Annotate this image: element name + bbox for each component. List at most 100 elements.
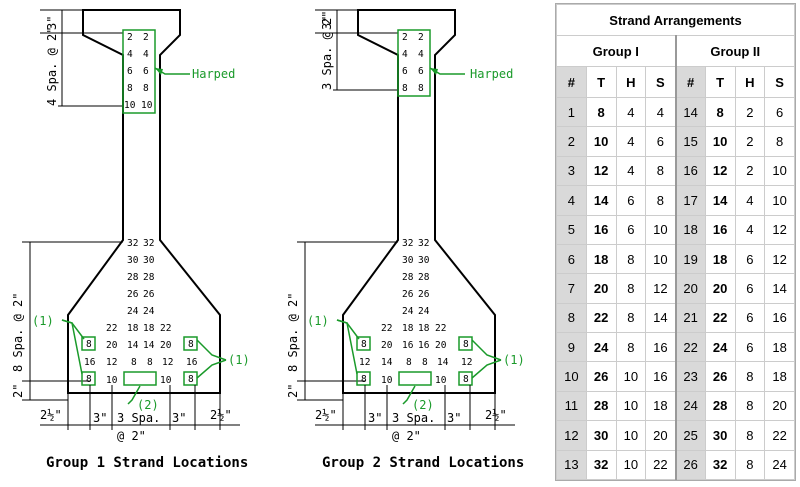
table-cell: 6	[734, 302, 766, 334]
table-cell: 24	[674, 390, 706, 422]
table-cell: 8	[615, 302, 647, 334]
group1-strand-cell: 14	[143, 340, 155, 351]
table-cell: 16	[585, 214, 617, 245]
group1-straight-rows: 32 32 30 30 28 28 26 26 24 24 22 18 18 2…	[84, 238, 198, 386]
group2-harped-cell: 6	[418, 66, 424, 77]
table-cell: 3	[556, 155, 587, 187]
group1-harped-cell: 8	[143, 83, 149, 94]
table-cell: 8	[764, 126, 795, 157]
group2-strand-cell: 10	[381, 375, 393, 386]
group1-caption: Group 1 Strand Locations	[46, 455, 248, 471]
table-group-ii-header: Group II	[674, 35, 795, 67]
group2-strand-cell: 18	[418, 323, 430, 334]
group1-strand-cell: 32	[127, 238, 138, 249]
table-cell: 8	[615, 243, 647, 275]
group1-strand-cell: 12	[106, 357, 117, 368]
table-cell: 18	[764, 331, 795, 363]
group2-boxed-labels: 8 8 8 8	[361, 339, 469, 385]
table-cell: 26	[585, 361, 617, 392]
group1-diagram: 3" 4 Spa. @ 2" 2 2 4 4 6 6 8 8 10 10 Har…	[11, 9, 250, 471]
group1-top-dim: 3"	[45, 16, 59, 30]
column-header: #	[674, 66, 706, 98]
group2-strand-cell: 26	[402, 289, 414, 300]
table-cell: 20	[764, 390, 795, 422]
group1-harped-label: Harped	[192, 67, 235, 81]
table-cell: 4	[645, 96, 676, 128]
group1-strand-cell: 16	[186, 357, 198, 368]
group2-bottom-spacing: 8 Spa. @ 2"	[286, 293, 300, 372]
table-cell: 14	[674, 96, 706, 128]
group2-strand-cell: 28	[418, 272, 430, 283]
group1-base-dim: 3"	[93, 411, 107, 425]
table-cell: 8	[556, 302, 587, 334]
group2-strand-cell: 28	[402, 272, 414, 283]
group2-diagram: 3" 3 Spa. @ 2" 2 2 4 4 6 6 8 8 Harped 8 …	[286, 9, 525, 471]
table-cell: 6	[764, 96, 795, 128]
table-cell: 14	[764, 273, 795, 304]
table-cell: 2	[734, 155, 766, 187]
group1-base-dim: 3 Spa.	[117, 411, 160, 425]
group2-harped-cell: 2	[418, 32, 424, 43]
table-cell: 18	[585, 243, 617, 275]
group2-strand-cell: 30	[402, 255, 414, 266]
table-cell: 8	[585, 96, 617, 128]
group1-boxed-cell: 8	[86, 374, 92, 385]
group2-harped-cell: 6	[402, 66, 408, 77]
table-cell: 4	[615, 96, 647, 128]
column-header: T	[704, 66, 736, 98]
table-cell: 4	[734, 185, 766, 216]
group1-harped-cell: 2	[127, 32, 133, 43]
group1-bottom-dim: 2"	[11, 384, 25, 398]
table-cell: 12	[704, 155, 736, 187]
column-header: T	[585, 66, 617, 98]
group1-strand-cell: 26	[143, 289, 155, 300]
column-header: S	[645, 66, 676, 98]
group2-strand-cell: 20	[381, 340, 393, 351]
column-header: S	[764, 66, 795, 98]
group1-strand-cell: 32	[143, 238, 154, 249]
group2-strand-cell: 30	[418, 255, 430, 266]
group1-strand-cell: 22	[160, 323, 171, 334]
group2-strand-cell: 8	[406, 357, 412, 368]
group2-strand-cell: 16	[402, 340, 414, 351]
group2-harped-cell: 4	[402, 49, 408, 60]
group2-harped-spacing: 3 Spa. @ 2"	[320, 11, 334, 90]
table-cell: 8	[704, 96, 736, 128]
table-cell: 12	[556, 420, 587, 451]
table-cell: 22	[674, 331, 706, 363]
group1-strand-cell: 8	[131, 357, 137, 368]
table-cell: 20	[704, 273, 736, 304]
table-cell: 22	[704, 302, 736, 334]
group2-strand-cell: 24	[402, 306, 414, 317]
table-cell: 11	[556, 390, 587, 422]
table-cell: 23	[674, 361, 706, 392]
group2-strand-cell: 18	[402, 323, 414, 334]
table-cell: 6	[556, 243, 587, 275]
table-cell: 8	[734, 361, 766, 392]
table-title: Strand Arrangements	[556, 4, 795, 36]
table-cell: 10	[556, 361, 587, 392]
group1-harped-box	[122, 29, 156, 114]
group1-strand-cell: 18	[127, 323, 139, 334]
table-cell: 24	[764, 449, 795, 480]
table-cell: 16	[645, 361, 676, 392]
table-cell: 6	[615, 214, 647, 245]
column-header: H	[734, 66, 766, 98]
table-cell: 20	[645, 420, 676, 451]
table-cell: 16	[704, 214, 736, 245]
group2-strand-cell: 8	[422, 357, 428, 368]
group1-strand-cell: 20	[160, 340, 172, 351]
group1-callout-right: (1)	[228, 353, 250, 367]
group2-harped-cell: 8	[402, 83, 408, 94]
table-cell: 6	[734, 243, 766, 275]
group1-strand-cell: 8	[147, 357, 153, 368]
group1-boxed-cell: 8	[86, 339, 92, 350]
table-cell: 8	[615, 273, 647, 304]
